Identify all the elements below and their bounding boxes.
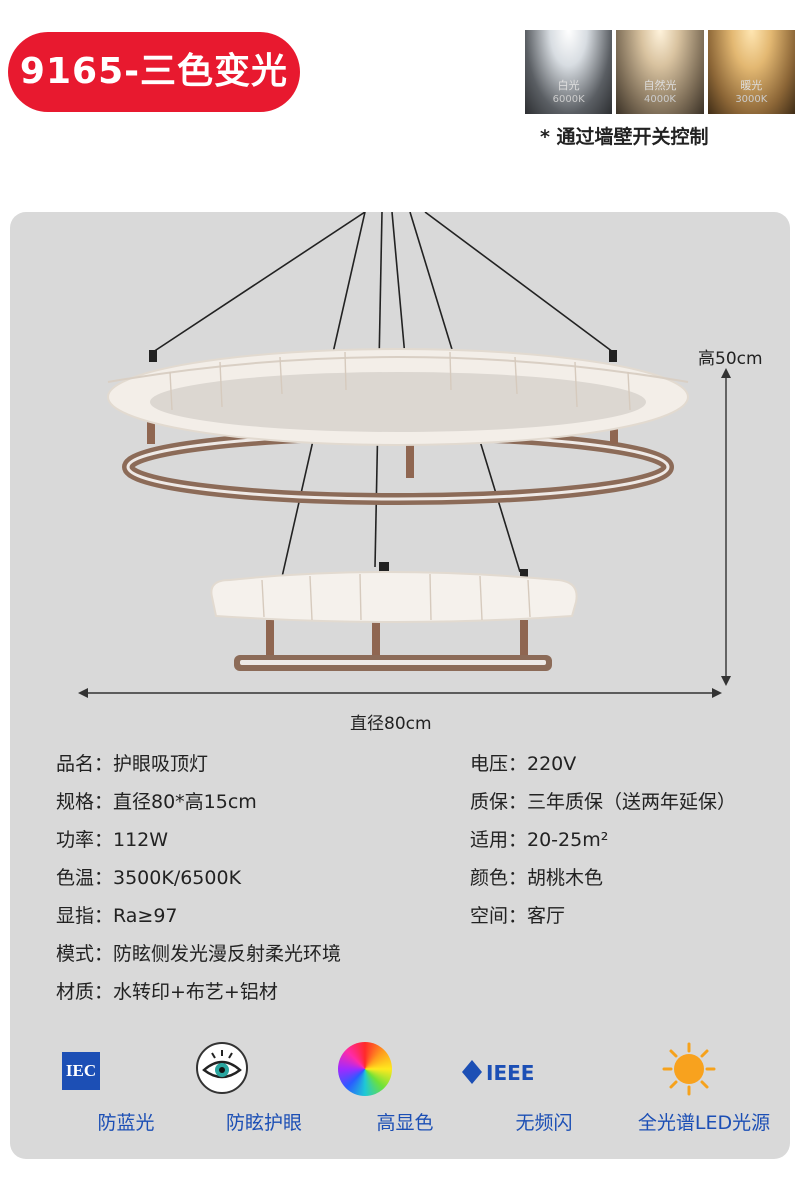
swatch-natural-light: 自然光 4000K	[616, 30, 704, 114]
swatch-warm-light: 暖光 3000K	[707, 30, 795, 114]
feature-label-high-cri: 高显色	[376, 1112, 434, 1134]
height-dimension-label: 高50cm	[698, 349, 763, 369]
sun-icon	[662, 1042, 716, 1096]
width-dimension-label: 直径80cm	[350, 714, 432, 734]
model-title-badge: 9165-三色变光	[8, 32, 300, 112]
ieee-text: IEEE	[486, 1061, 534, 1084]
spec-power: 功率：112W	[56, 829, 169, 851]
color-temperature-swatches: 白光 6000K 自然光 4000K 暖光 3000K	[525, 30, 795, 114]
spec-color-temp: 色温：3500K/6500K	[56, 867, 242, 889]
feature-label-anti-blue-light: 防蓝光	[97, 1112, 155, 1134]
spec-mode: 模式：防眩侧发光漫反射柔光环境	[56, 943, 342, 965]
spec-warranty: 质保：三年质保（送两年延保）	[470, 791, 737, 813]
switch-note: * 通过墙壁开关控制	[540, 126, 709, 148]
spec-space: 空间：客厅	[470, 905, 566, 927]
swatch-temperature: 3000K	[735, 94, 768, 105]
swatch-temperature: 6000K	[552, 94, 585, 105]
feature-label-full-spectrum: 全光谱LED光源	[637, 1112, 771, 1134]
spec-voltage: 电压：220V	[470, 753, 577, 775]
swatch-white-light: 白光 6000K	[525, 30, 613, 114]
feature-label-flicker-free: 无频闪	[515, 1112, 573, 1134]
iec-icon: IEC	[62, 1052, 100, 1090]
spec-name: 品名：护眼吸顶灯	[56, 753, 209, 775]
color-wheel-icon	[338, 1042, 392, 1096]
spec-cri: 显指：Ra≥97	[56, 905, 178, 927]
swatch-label: 白光	[557, 79, 580, 92]
swatch-label: 暖光	[740, 79, 763, 92]
swatch-temperature: 4000K	[643, 94, 676, 105]
feature-label-anti-glare: 防眩护眼	[225, 1112, 302, 1134]
spec-material: 材质：水转印+布艺+铝材	[56, 981, 278, 1003]
spec-size: 规格：直径80*高15cm	[56, 791, 257, 813]
spec-applicable: 适用：20-25m²	[470, 829, 609, 851]
eye-icon	[196, 1042, 248, 1094]
swatch-label: 自然光	[643, 79, 677, 92]
product-panel: 高50cm 直径80cm 品名：护眼吸顶灯 规格：直径80*高15cm 功率：1…	[10, 212, 790, 1159]
feature-icons-row: IEC 防蓝光 防眩护眼 高显色 IEEE 无频闪	[10, 1042, 790, 1142]
spec-color: 颜色：胡桃木色	[470, 867, 604, 889]
ieee-icon: IEEE	[462, 1060, 552, 1085]
lamp-illustration	[78, 212, 731, 698]
